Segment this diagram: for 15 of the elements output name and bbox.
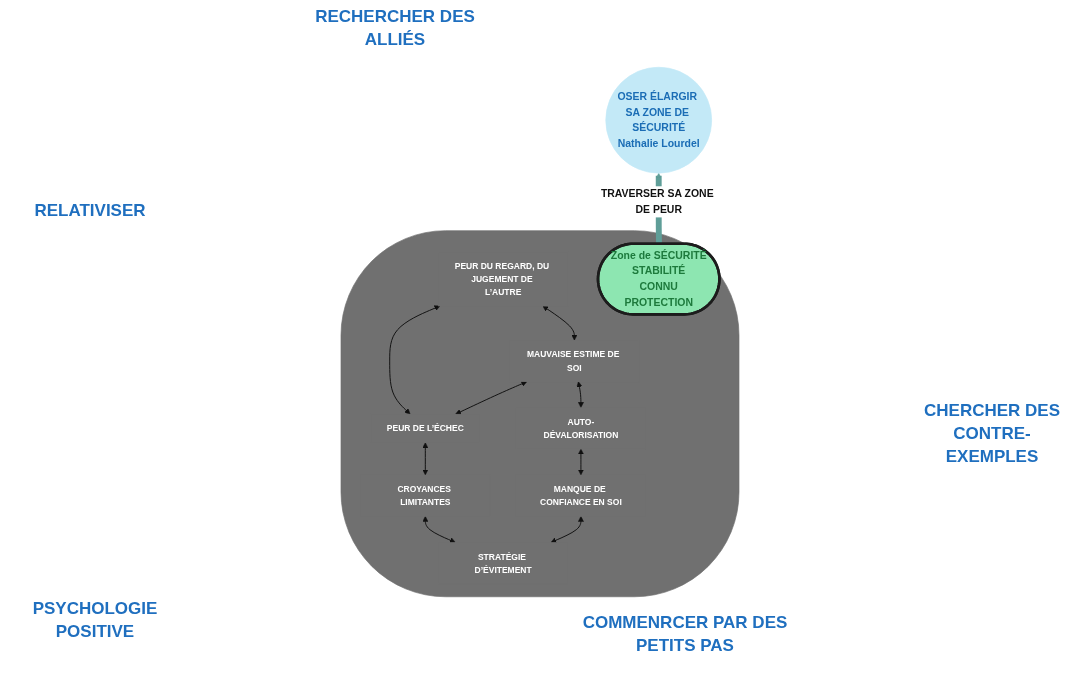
node-circle: OSER ÉLARGIR SA ZONE DE SÉCURITÉ Nathalie Lourdel	[605, 66, 712, 174]
node-text: CROYANCES LIMITANTES	[397, 484, 451, 507]
strategy-label: CHERCHER DES CONTRE-EXEMPLES	[923, 400, 1061, 468]
node-text: MAUVAISE ESTIME DE SOI	[527, 349, 620, 373]
cluster	[340, 230, 740, 598]
strategy-label: PSYCHOLOGIE POSITIVE	[31, 598, 159, 643]
node-text: PEUR DE L’ÉCHEC	[386, 423, 464, 434]
node-text: STRATÉGIE D’ÉVITEMENT	[474, 551, 532, 575]
strategy-label: COMMENRCER PAR DES PETITS PAS	[581, 612, 789, 657]
strategy-label: RELATIVISER	[33, 200, 147, 222]
node-text: AUTO-DÉVALORISATION	[543, 416, 619, 440]
edge-label: TRAVERSER SA ZONE DE PEUR	[600, 188, 714, 215]
strategy-label: RECHERCHER DES ALLIÉS	[314, 6, 476, 51]
node-text: MANQUE DE CONFIANCE EN SOI	[540, 484, 622, 507]
node-text: PEUR DU REGARD, DU JUGEMENT DE L’AUTRE	[454, 261, 550, 297]
